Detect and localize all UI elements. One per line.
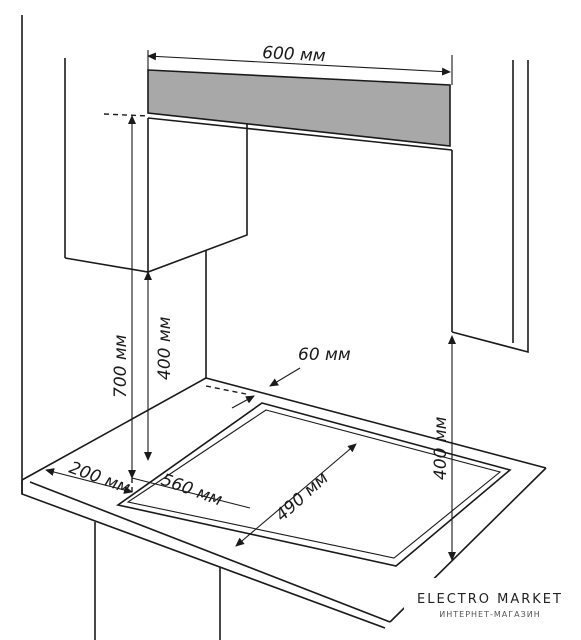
logo: ELECTRO MARKET ИНТЕРНЕТ-МАГАЗИН: [404, 578, 576, 634]
dimension-cabinet-clearance: 400 мм: [144, 271, 175, 461]
total-height-label: 700 мм: [111, 334, 131, 398]
left-wall: [21, 15, 66, 494]
dimension-total-height: 700 мм: [111, 115, 136, 479]
hood-width-label: 600 мм: [262, 43, 327, 66]
right-clearance-label: 400 мм: [431, 416, 451, 480]
dimension-side-clearance: 200 мм: [45, 458, 133, 499]
right-wall: [451, 60, 529, 354]
dimension-cutout-width: 560 мм: [131, 470, 251, 511]
back-clearance-extension: [205, 385, 247, 395]
logo-subtitle: ИНТЕРНЕТ-МАГАЗИН: [439, 610, 541, 619]
dimension-back-clearance: 60 мм: [231, 345, 351, 409]
cabinet-clearance-label: 400 мм: [155, 316, 175, 380]
back-clearance-label: 60 мм: [298, 345, 351, 365]
left-upper-cabinet: [64, 118, 248, 273]
dimension-hood-width: 600 мм: [147, 43, 451, 76]
logo-title: ELECTRO MARKET: [417, 592, 563, 607]
side-clearance-label: 200 мм: [66, 458, 133, 499]
hob-cutout: [116, 402, 512, 567]
cutout-depth-label: 490 мм: [272, 468, 333, 525]
dimension-right-clearance: 400 мм: [431, 335, 456, 561]
hood-bottom-extension: [103, 113, 149, 117]
dimension-cutout-depth: 490 мм: [235, 443, 357, 547]
cutout-width-label: 560 мм: [158, 470, 225, 511]
